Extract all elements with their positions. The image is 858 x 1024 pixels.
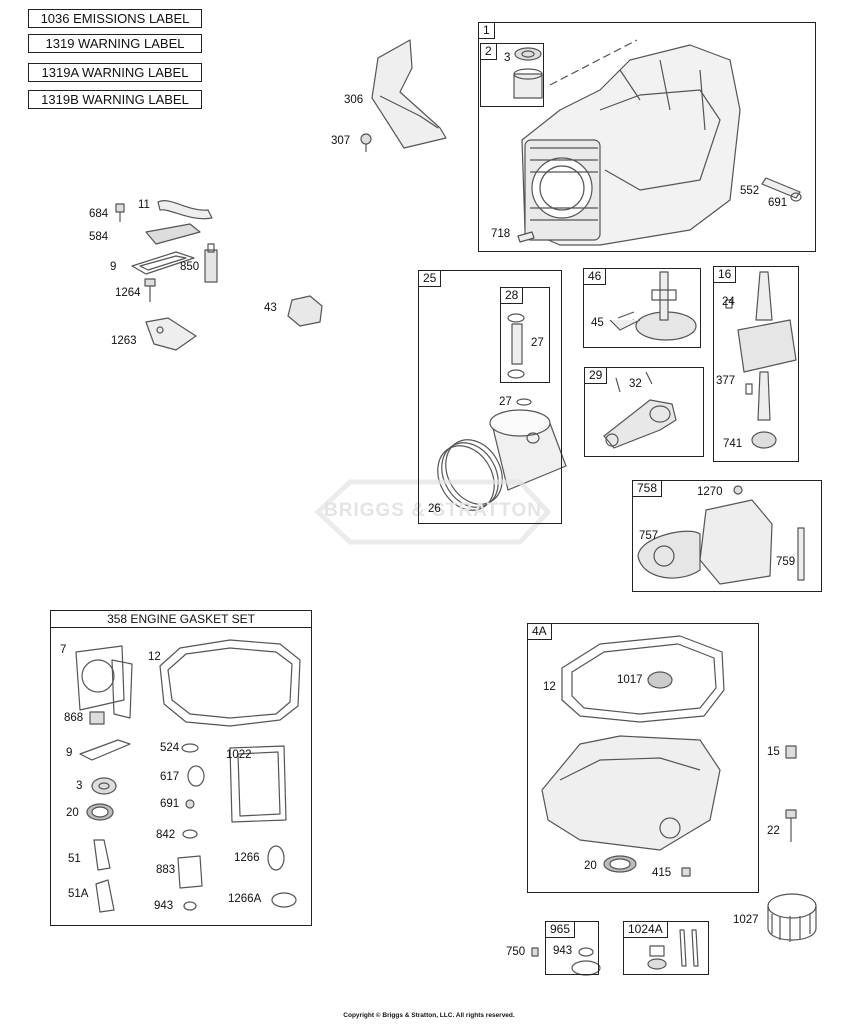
part-number: 1022 (226, 749, 252, 761)
part-number: 24 (722, 296, 735, 308)
part-number: 11 (138, 199, 150, 211)
box-28-piston-pin: 28 (500, 287, 550, 383)
box-758-governor: 758 (632, 480, 822, 592)
box-1-cylinder-assembly: 1 (478, 22, 816, 252)
box-tag: 4A (528, 624, 552, 640)
part-number: 943 (553, 945, 573, 957)
part-number: 1266 (234, 852, 260, 864)
part-number: 51A (68, 888, 89, 900)
box-tag: 16 (714, 267, 737, 283)
emissions-label-1036: 1036 EMISSIONS LABEL (28, 9, 202, 28)
part-number: 32 (629, 378, 642, 390)
box-29-connecting-rod: 29 (584, 367, 704, 457)
box-tag: 1 (479, 23, 495, 39)
part-number: 27 (531, 337, 544, 349)
box-tag: 1024A (624, 922, 668, 938)
part-number: 43 (264, 302, 277, 314)
box-tag: 46 (584, 269, 607, 285)
part-number: 306 (344, 94, 364, 106)
part-number: 27 (499, 396, 512, 408)
part-number: 552 (740, 185, 760, 197)
part-number: 1017 (617, 674, 643, 686)
box-tag: 25 (419, 271, 442, 287)
part-number: 691 (768, 197, 788, 209)
box-46-camshaft: 46 (583, 268, 701, 348)
part-number: 691 (160, 798, 180, 810)
part-number: 377 (716, 375, 736, 387)
part-number: 20 (584, 860, 597, 872)
box-1024a-kit: 1024A (623, 921, 709, 975)
box-2-seal-kit: 2 (480, 43, 544, 107)
warning-label-1319: 1319 WARNING LABEL (28, 34, 202, 53)
part-number: 759 (776, 556, 796, 568)
part-number: 51 (68, 853, 81, 865)
part-number: 617 (160, 771, 180, 783)
part-number: 307 (331, 135, 351, 147)
box-tag: 28 (501, 288, 524, 304)
part-number: 524 (160, 742, 180, 754)
warning-label-1319b: 1319B WARNING LABEL (28, 90, 202, 109)
part-number: 12 (543, 681, 556, 693)
part-number: 842 (156, 829, 176, 841)
part-number: 868 (64, 712, 84, 724)
part-number: 584 (89, 231, 109, 243)
box-tag: 758 (633, 481, 663, 497)
part-number: 943 (154, 900, 174, 912)
part-number: 3 (504, 52, 511, 64)
part-number: 3 (76, 780, 83, 792)
part-number: 1264 (115, 287, 141, 299)
part-number: 741 (723, 438, 743, 450)
box-tag: 2 (481, 44, 497, 60)
box-tag: 965 (546, 922, 576, 938)
box-358-engine-gasket-set: 358 ENGINE GASKET SET (50, 610, 312, 926)
part-number: 9 (110, 261, 117, 273)
part-number: 883 (156, 864, 176, 876)
part-number: 757 (639, 530, 659, 542)
part-number: 1270 (697, 486, 723, 498)
part-number: 415 (652, 867, 672, 879)
part-number: 7 (60, 644, 67, 656)
part-number: 750 (506, 946, 526, 958)
part-number: 26 (428, 503, 441, 515)
part-number: 45 (591, 317, 604, 329)
part-number: 1266A (228, 893, 262, 905)
part-number: 1027 (733, 914, 759, 926)
warning-label-1319a: 1319A WARNING LABEL (28, 63, 202, 82)
box-tag: 29 (585, 368, 608, 384)
part-number: 20 (66, 807, 79, 819)
part-number: 15 (767, 746, 780, 758)
part-number: 9 (66, 747, 73, 759)
part-number: 684 (89, 208, 109, 220)
part-number: 850 (180, 261, 200, 273)
box-965-kit: 965 (545, 921, 599, 975)
box-4a-sump: 4A (527, 623, 759, 893)
part-number: 718 (491, 228, 511, 240)
copyright-notice: Copyright © Briggs & Stratton, LLC. All … (343, 1012, 515, 1019)
box-16-crankshaft: 16 (713, 266, 799, 462)
gasket-set-title: 358 ENGINE GASKET SET (51, 611, 311, 628)
part-number: 1263 (111, 335, 137, 347)
part-number: 22 (767, 825, 780, 837)
part-number: 12 (148, 651, 161, 663)
box-25-piston-assembly: 25 (418, 270, 562, 524)
watermark-text: BRIGGS & STRATTON (324, 500, 542, 521)
